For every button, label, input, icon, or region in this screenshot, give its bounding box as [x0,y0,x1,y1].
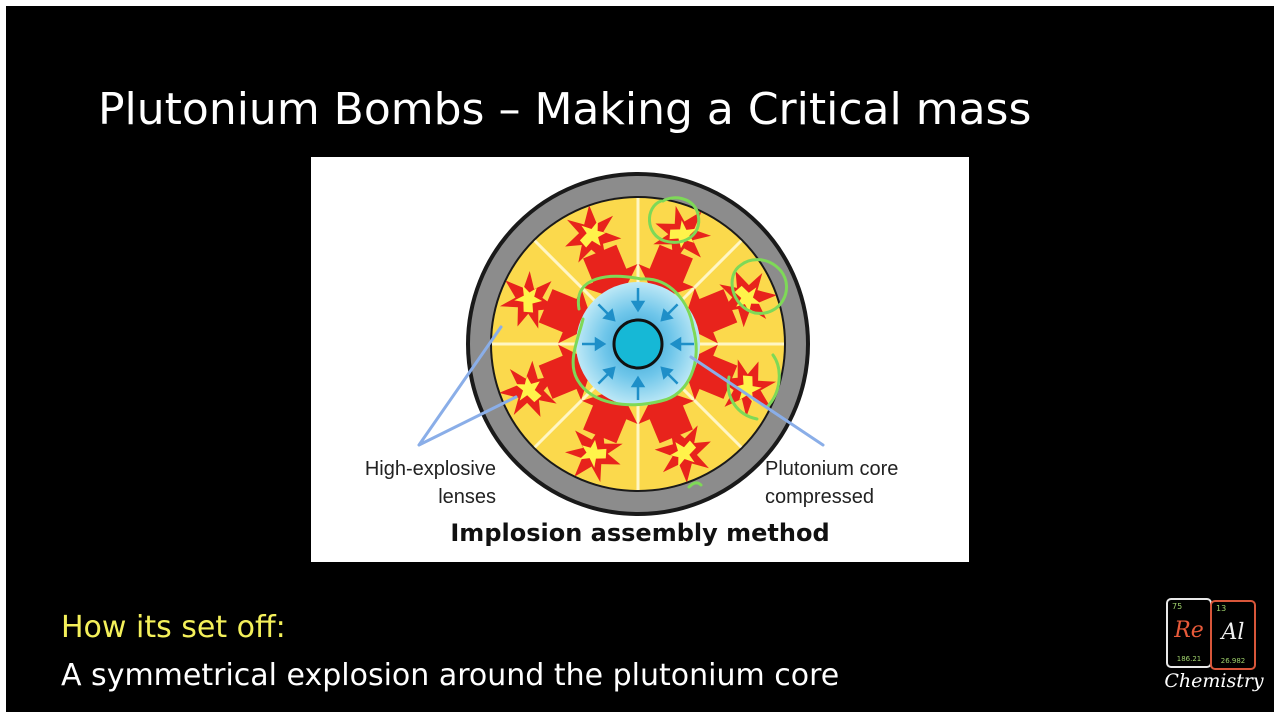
green-annotations [571,196,788,489]
logo-wordmark: Chemistry [1164,670,1264,692]
tile-al-symbol: Al [1221,620,1245,645]
element-tiles-logo: 75 Re 186.21 13 Al 26.982 Chemistry [1158,596,1270,702]
tile-re-number: 75 [1172,602,1183,611]
logo-tile-al: 13 Al 26.982 [1210,600,1256,670]
label-right-line1: Plutonium core [765,458,899,480]
plutonium-core [612,318,664,370]
subheading: How its set off: [61,610,286,645]
label-right-line2: compressed [765,486,874,508]
label-left-line2: lenses [438,486,496,508]
pointer-lines [417,325,825,447]
slide-title: Plutonium Bombs – Making a Critical mass [98,84,1032,135]
tile-al-mass: 26.982 [1220,657,1246,665]
label-plutonium-core: Plutonium core compressed [765,455,898,511]
label-high-explosive-lenses: High-explosive lenses [340,455,496,511]
tile-re-mass: 186.21 [1176,655,1202,663]
tile-al-number: 13 [1216,604,1227,613]
body-text: A symmetrical explosion around the pluto… [61,658,840,693]
logo-tile-re: 75 Re 186.21 [1166,598,1212,668]
compression-arrows [582,288,694,400]
label-left-line1: High-explosive [364,458,496,480]
tile-re-symbol: Re [1174,618,1204,643]
implosion-figure: High-explosive lenses Plutonium core com… [311,157,969,562]
slide: Plutonium Bombs – Making a Critical mass [6,6,1274,712]
figure-caption: Implosion assembly method [450,519,830,547]
implosion-diagram [417,172,825,516]
